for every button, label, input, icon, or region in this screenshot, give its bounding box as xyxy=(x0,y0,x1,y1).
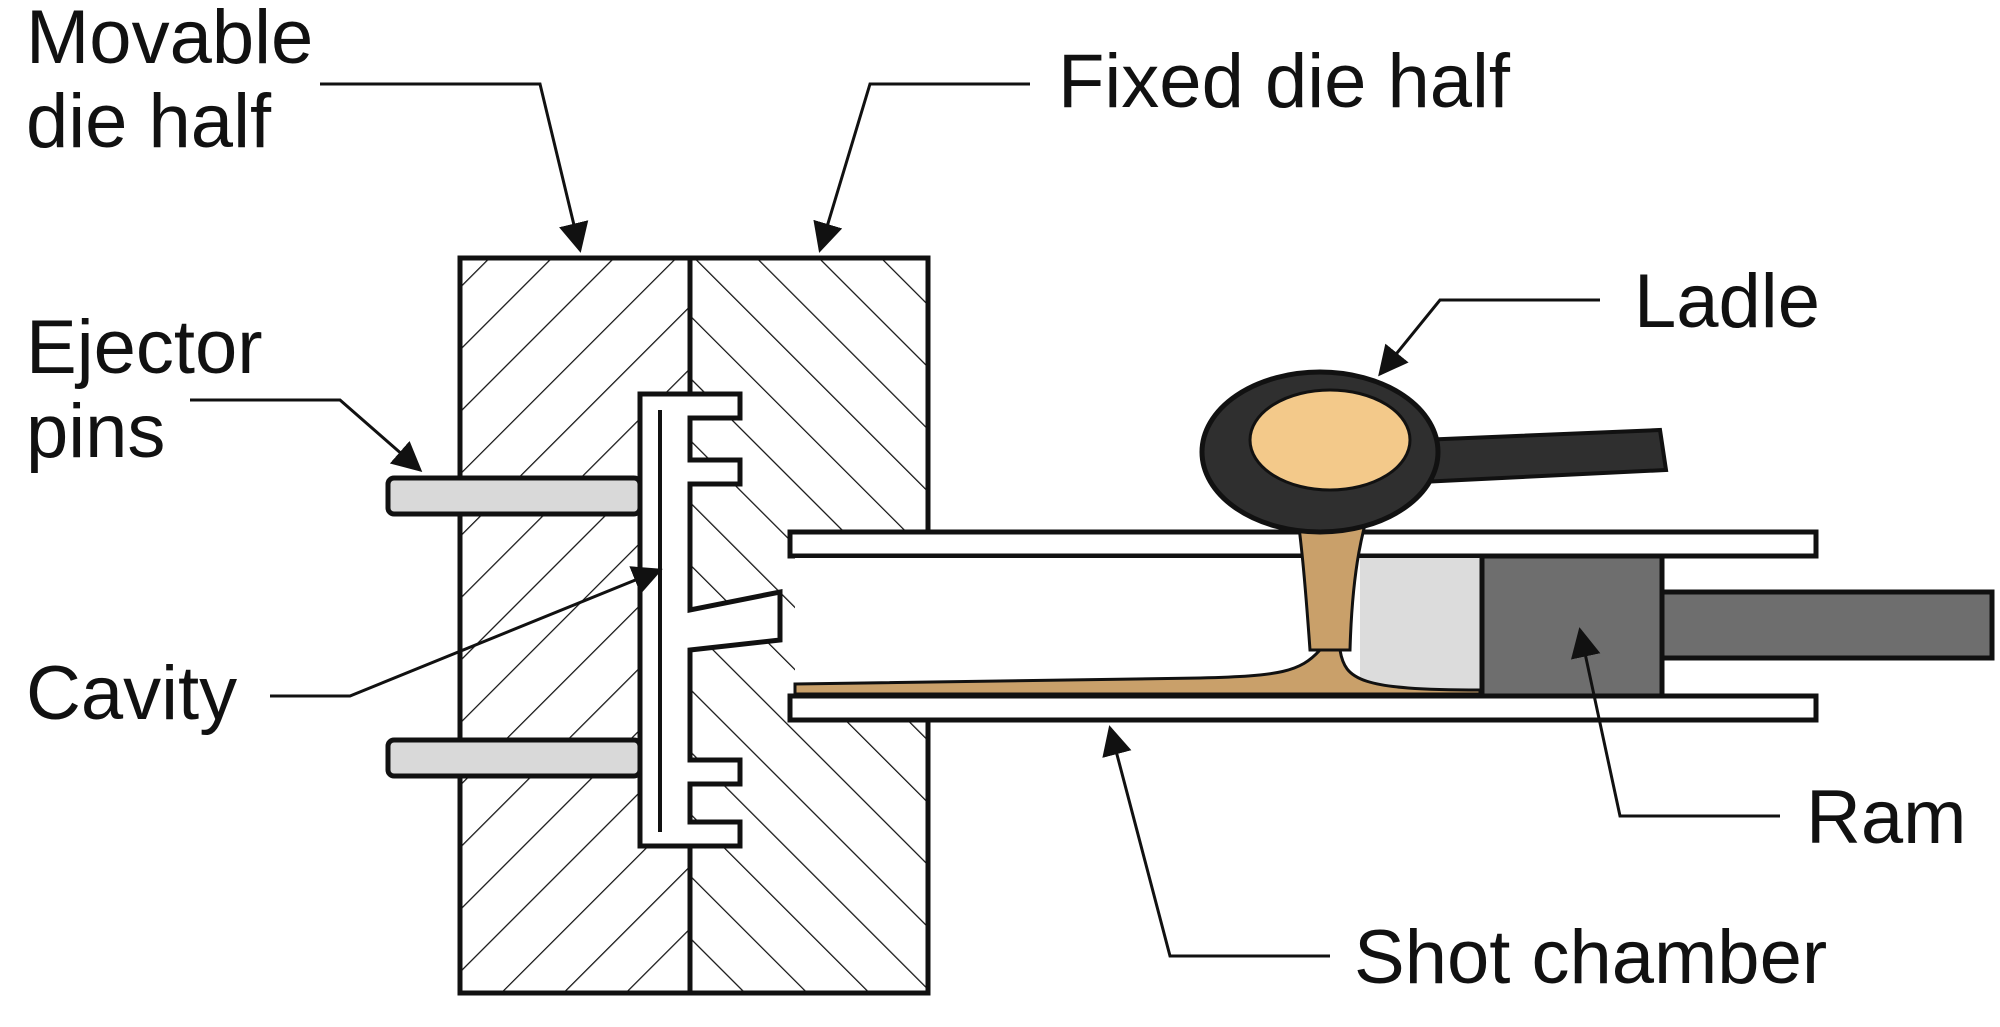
leader-ejector-pins xyxy=(190,398,423,472)
leader-movable-die-half xyxy=(320,82,589,253)
label-ram: Ram xyxy=(1806,775,1967,860)
label-movable-die-half-line2: die half xyxy=(26,79,272,164)
ram xyxy=(1479,553,1995,699)
label-movable-die-half: Movable die half xyxy=(26,0,313,164)
leader-ram xyxy=(1571,627,1780,818)
ejector-pin-upper xyxy=(385,475,643,517)
cavity xyxy=(637,391,783,849)
label-ejector-pins-line1: Ejector xyxy=(26,305,263,390)
leader-cavity xyxy=(270,566,663,698)
leader-fixed-die-half xyxy=(813,82,1030,253)
label-ladle: Ladle xyxy=(1634,259,1820,344)
ejector-pin-lower xyxy=(385,737,643,779)
label-cavity: Cavity xyxy=(26,651,238,736)
label-ejector-pins: Ejector pins xyxy=(26,306,263,474)
leader-shot-chamber xyxy=(1102,725,1330,958)
leader-ladle xyxy=(1378,298,1600,377)
label-fixed-die-half: Fixed die half xyxy=(1058,39,1511,124)
label-movable-die-half-line1: Movable xyxy=(26,0,314,80)
label-ejector-pins-line2: pins xyxy=(26,389,166,474)
label-shot-chamber: Shot chamber xyxy=(1354,915,1828,1000)
ladle xyxy=(1199,369,1669,535)
